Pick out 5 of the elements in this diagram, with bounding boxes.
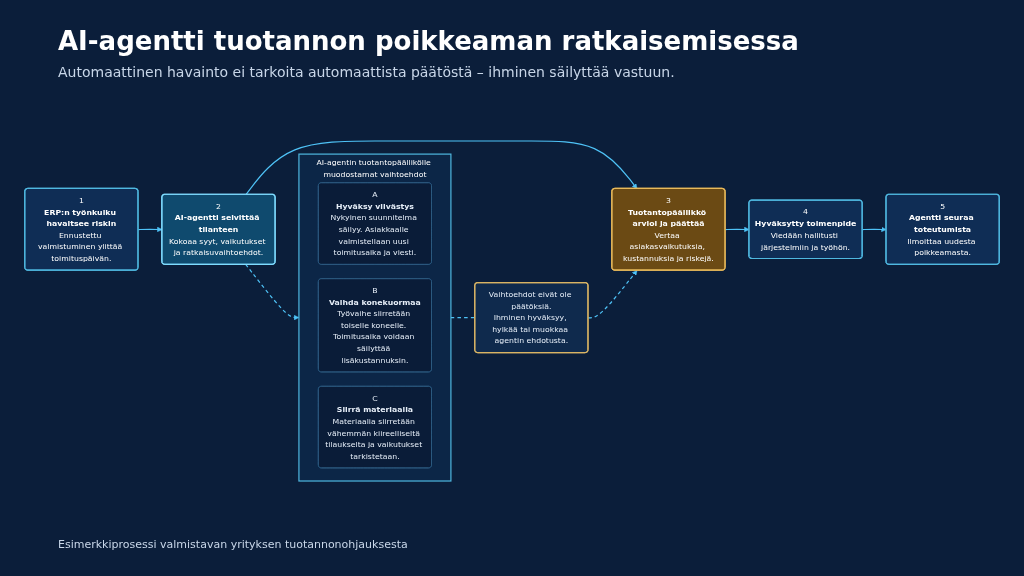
- arrow: [245, 140, 638, 196]
- subtitle: Automaattinen havainto ei tarkoita automaattista päätöstä – ihminen säilyttää vastuun.: [58, 64, 675, 80]
- arrow: [587, 270, 638, 319]
- caption: Esimerkkiprosessi valmistavan yrityksen tuotannonohjauksesta: [58, 538, 408, 551]
- diagram-title: AI-agentti tuotannon poikkeaman ratkaisemisessa: [58, 26, 799, 56]
